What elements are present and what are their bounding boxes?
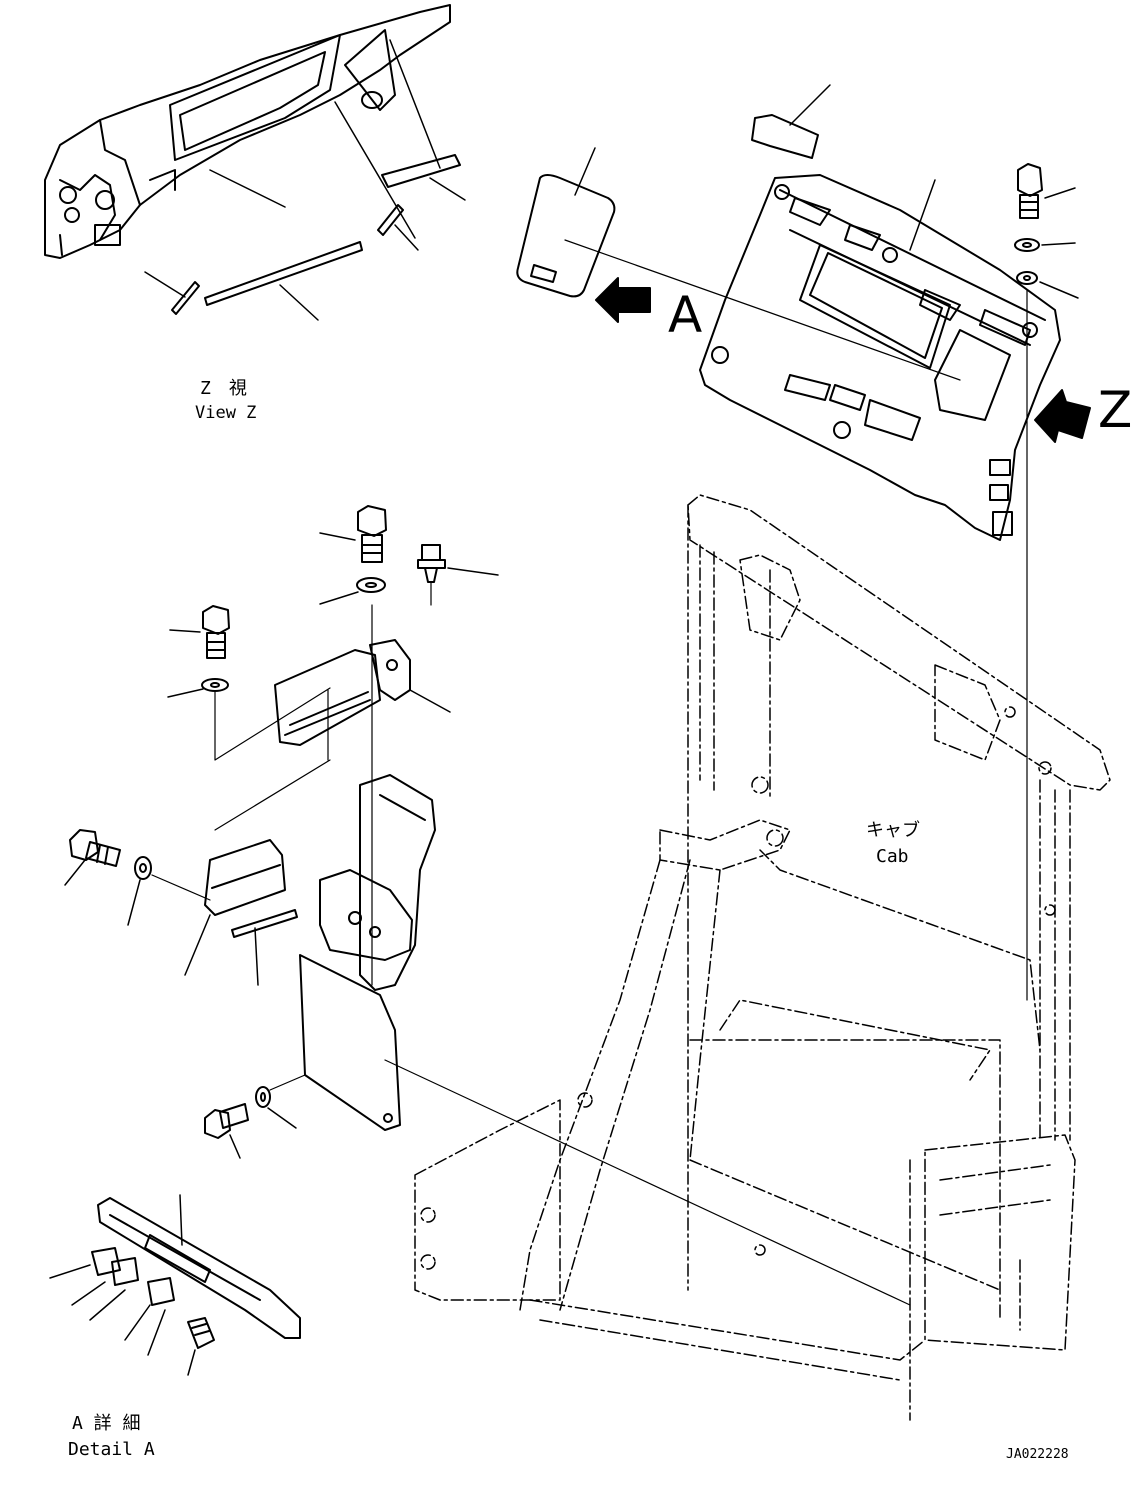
detail-a-cover <box>97 1194 301 1339</box>
clip-fastener <box>417 544 499 606</box>
view-z-console-panel <box>44 4 451 259</box>
detail-a-switches <box>49 1247 215 1376</box>
detail-a-label-en: Detail A <box>68 1439 155 1460</box>
arrow-z-label: Z <box>1098 381 1133 439</box>
small-plate <box>751 84 831 159</box>
lower-bracket-and-strip <box>184 839 298 986</box>
bolt-upper-right <box>1014 163 1079 1001</box>
drawing-id: JA022228 <box>1006 1447 1069 1462</box>
controller-mount <box>299 604 911 1306</box>
cab-label-en: Cab <box>876 846 909 867</box>
view-z-leader-lines <box>144 39 466 321</box>
arrow-z <box>1034 389 1091 443</box>
view-z-label-en: View Z <box>195 403 257 423</box>
mounting-bracket <box>214 639 451 831</box>
bolt-left-upper <box>167 605 331 761</box>
bolt-top-center <box>319 505 387 605</box>
cab-frame <box>414 494 1111 1421</box>
arrow-a-label: A <box>668 286 703 344</box>
detail-a-label-jp: A 詳 細 <box>72 1413 141 1434</box>
dash-panel <box>699 174 1061 541</box>
lid-cover <box>516 147 961 381</box>
view-z-label-jp: Z 視 <box>200 378 247 399</box>
bolt-lower <box>204 1074 306 1159</box>
view-z-trim-strips <box>171 154 461 315</box>
cab-label-jp: キャブ <box>866 820 920 841</box>
bolt-left-middle <box>64 829 211 926</box>
arrow-a <box>595 277 651 323</box>
